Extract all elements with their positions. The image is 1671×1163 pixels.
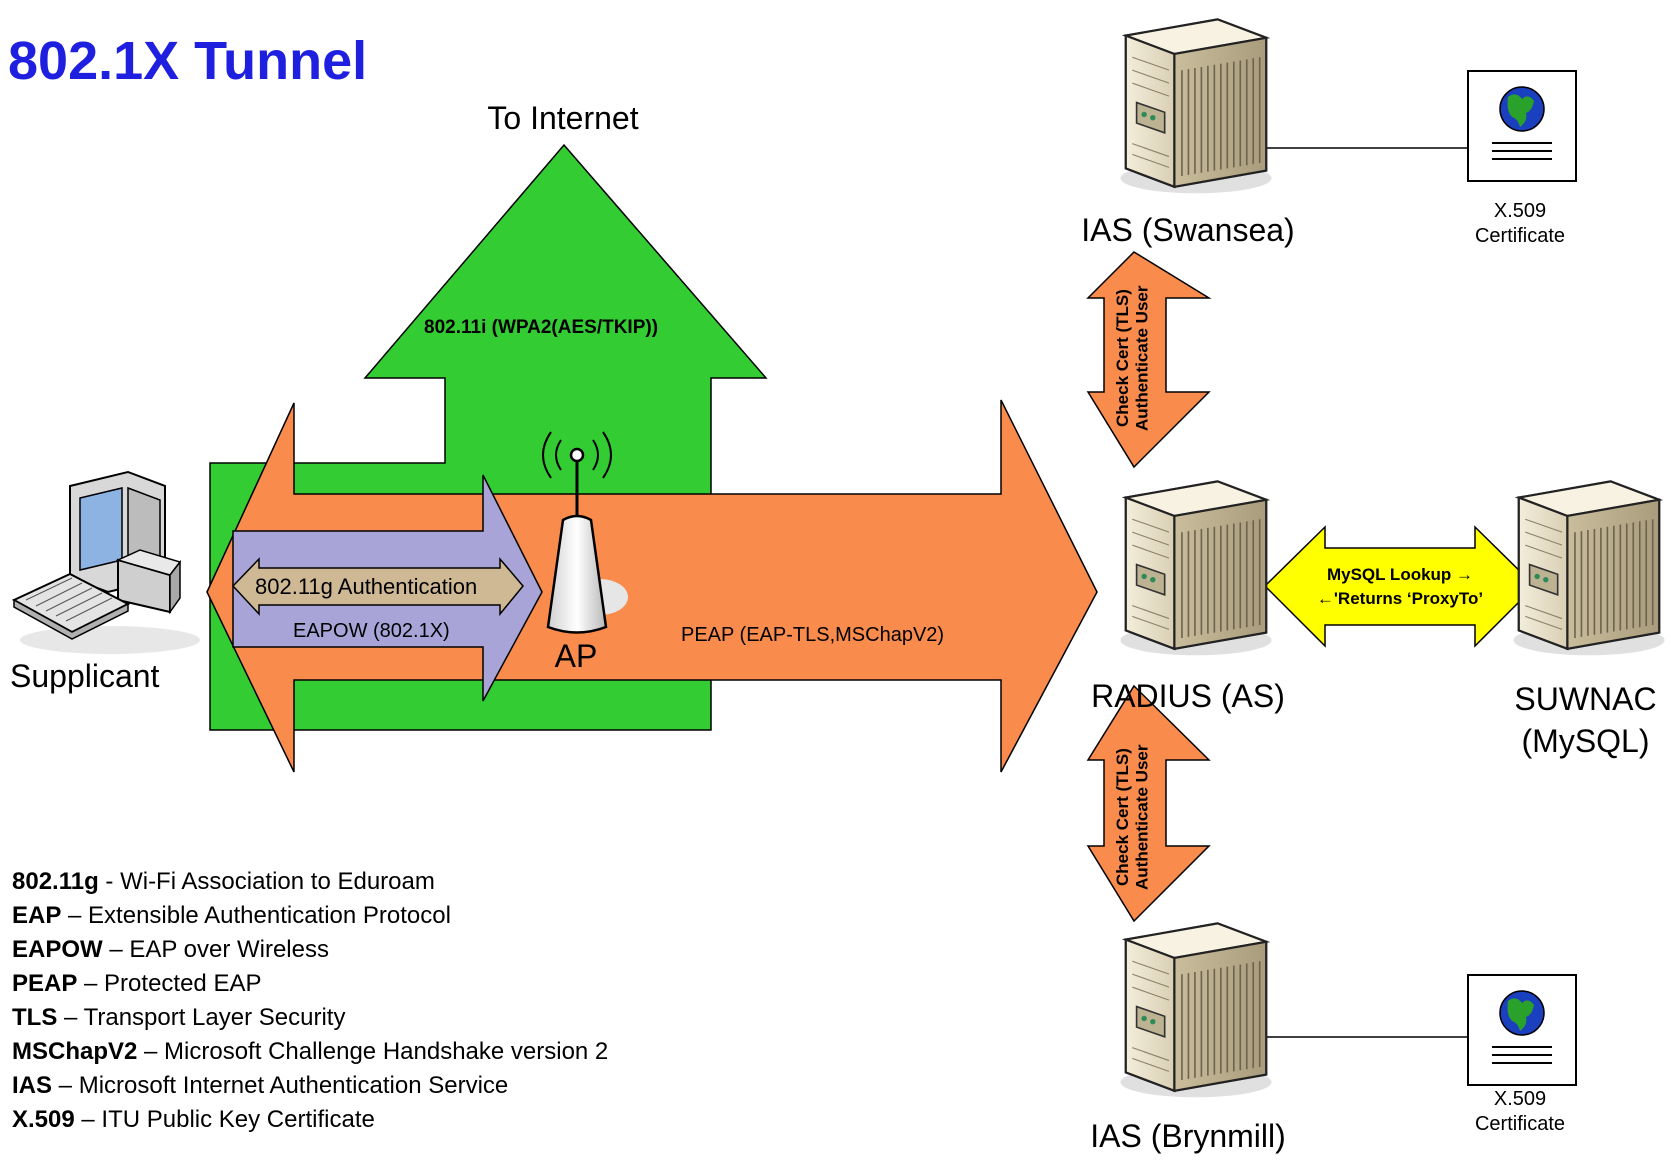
server-icon-ias-brynmill: [1119, 922, 1273, 1099]
check-cert-bottom-line2: Authenticate User: [1132, 744, 1152, 891]
ap-label: AP: [554, 638, 598, 674]
check-cert-top-label: Check Cert (TLS) Authenticate User: [1113, 278, 1152, 438]
ias-swansea-label: IAS (Swansea): [1081, 212, 1295, 248]
legend-row: IAS – Microsoft Internet Authentication …: [12, 1072, 509, 1099]
ias-brynmill-label: IAS (Brynmill): [1090, 1118, 1286, 1154]
peap-tunnel-arrow: [206, 399, 1098, 773]
legend-row: MSChapV2 – Microsoft Challenge Handshake…: [12, 1038, 609, 1065]
check-cert-top-line2: Authenticate User: [1132, 285, 1152, 431]
legend-row: EAP – Extensible Authentication Protocol: [12, 902, 451, 929]
mysql-label-line1: MySQL Lookup →: [1326, 565, 1474, 584]
page-title: 802.1X Tunnel: [8, 31, 368, 91]
auth-80211g-label: 802.11g Authentication: [255, 574, 478, 599]
peap-label: PEAP (EAP-TLS,MSChapV2): [681, 624, 945, 646]
check-cert-arrow-top: [1086, 251, 1212, 469]
check-cert-top-line1: Check Cert (TLS): [1113, 289, 1132, 427]
legend-row: PEAP – Protected EAP: [12, 970, 262, 997]
suwnac-label: SUWNAC (MySQL): [1500, 678, 1671, 762]
mysql-lookup-label: MySQL Lookup → ←'Returns ‘ProxyTo’: [1295, 563, 1505, 611]
legend-row: X.509 – ITU Public Key Certificate: [12, 1106, 375, 1133]
antenna-icon: [542, 431, 628, 634]
cert-bottom-label: X.509 Certificate: [1450, 1087, 1590, 1137]
check-cert-bottom-line1: Check Cert (TLS): [1113, 748, 1132, 887]
cert-top-label: X.509 Certificate: [1450, 199, 1590, 249]
check-cert-bottom-label: Check Cert (TLS) Authenticate User: [1113, 730, 1152, 905]
suwnac-label-line1: SUWNAC: [1514, 681, 1657, 717]
radius-label: RADIUS (AS): [1091, 678, 1285, 714]
glossary-legend: 802.11g - Wi-Fi Association to Eduroam E…: [12, 865, 608, 1137]
check-cert-arrow-bottom: [1086, 684, 1211, 923]
legend-row: TLS – Transport Layer Security: [12, 1004, 346, 1031]
to-internet-label: To Internet: [487, 100, 639, 136]
legend-row: 802.11g - Wi-Fi Association to Eduroam: [12, 868, 435, 895]
cert-bottom-label-line1: X.509: [1493, 1088, 1547, 1110]
computer-icon: [11, 470, 200, 654]
mysql-label-line2: ←'Returns ‘ProxyTo’: [1316, 588, 1484, 608]
certificate-icon-bottom: [1467, 974, 1577, 1086]
supplicant-label: Supplicant: [10, 658, 160, 694]
server-icon-ias-swansea: [1119, 18, 1273, 195]
cert-top-label-line1: X.509: [1493, 200, 1547, 222]
wpa2-label: 802.11i (WPA2(AES/TKIP)): [424, 317, 659, 338]
cert-bottom-label-line2: Certificate: [1474, 1113, 1566, 1135]
cert-top-label-line2: Certificate: [1474, 225, 1566, 247]
suwnac-label-line2: (MySQL): [1521, 723, 1650, 759]
legend-row: EAPOW – EAP over Wireless: [12, 936, 329, 963]
auth-80211g-arrow: [231, 556, 524, 617]
server-icon-radius: [1119, 480, 1273, 657]
server-icon-suwnac: [1512, 480, 1666, 657]
certificate-icon-top: [1467, 70, 1577, 182]
eapow-label: EAPOW (802.1X): [293, 620, 450, 642]
